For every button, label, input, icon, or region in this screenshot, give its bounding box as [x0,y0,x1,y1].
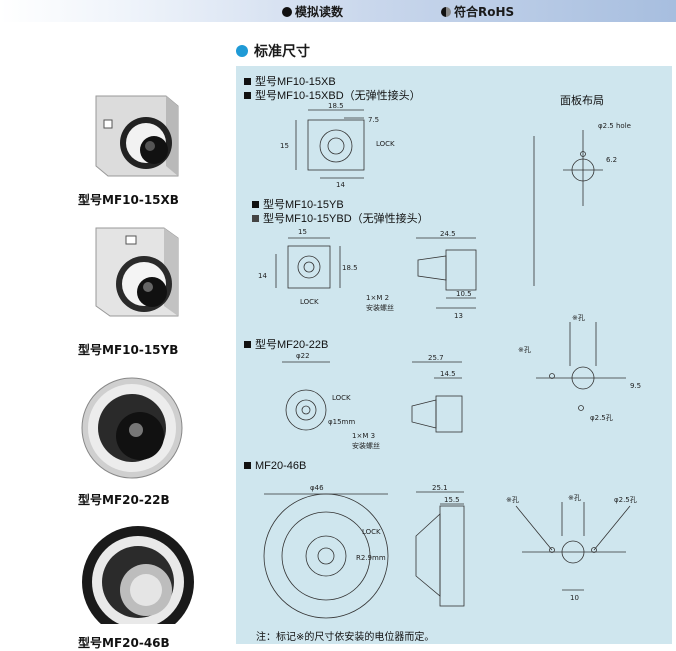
dim-label: ※孔 [572,314,585,322]
product-image-mf10-15yb [95,227,179,317]
product-label: 型号MF10-15XB [78,193,179,207]
section-heading: 型号MF20-22B [244,336,328,352]
dim-label: ※孔 [506,496,519,504]
dim-label: 25.1 [432,484,448,492]
square-bullet-icon [252,201,259,208]
dim-label: ※孔 [568,494,581,502]
product-label: 型号MF20-22B [78,493,170,507]
dim-label: 18.5 [328,102,344,110]
dim-label: 18.5 [342,264,358,272]
section-heading: 型号MF10-15YB [252,196,344,212]
section-heading: 型号MF10-15XBD（无弹性接头） [244,87,421,103]
section-dot-icon [236,45,248,57]
square-bullet-icon [244,92,251,99]
technical-drawings: 18.5 7.5 15 14 LOCK φ2.5 hole 6.2 15 18.… [258,102,641,619]
dim-label: 14.5 [440,370,456,378]
dim-label: LOCK [362,528,381,536]
dim-label: 14 [336,181,345,189]
dim-label: 7.5 [368,116,379,124]
feature-rohs: 符合RoHS [441,3,514,20]
section-title: 标准尺寸 [236,41,310,61]
dim-label: 24.5 [440,230,456,238]
dim-label: 15.5 [444,496,460,504]
dim-label: 15 [280,142,289,150]
product-image-mf20-22b [81,377,183,479]
top-banner: 模拟读数 符合RoHS [0,0,676,22]
square-bullet-icon [244,462,251,469]
dim-label: φ15mm [328,418,355,426]
dim-label: ※孔 [518,346,531,354]
dim-label: 25.7 [428,354,444,362]
dim-label: 10.5 [456,290,472,298]
section-heading: 型号MF10-15XB [244,73,336,89]
dim-label: 15 [298,228,307,236]
dimension-panel [236,66,672,644]
dim-label: φ2.5孔 [614,496,637,504]
dim-label: 安装螺丝 [366,303,394,312]
dim-label: LOCK [376,140,395,148]
dim-label: 1×M 3 [352,432,375,440]
dim-label: 9.5 [630,382,641,390]
dim-label: 6.2 [606,156,617,164]
section-heading: MF20-46B [244,460,306,472]
dim-label: φ22 [296,352,310,360]
dim-label: 14 [258,272,267,280]
square-bullet-icon [252,215,259,222]
footnote: 注：标记※的尺寸依安装的电位器而定。 [256,632,435,643]
dim-label: LOCK [300,298,319,306]
bullet-icon [441,7,451,17]
dim-label: φ2.5孔 [590,414,613,422]
square-bullet-icon [244,78,251,85]
section-heading: 型号MF10-15YBD（无弹性接头） [252,210,429,226]
product-image-mf20-46b [82,526,194,624]
panel-layout-title: 面板布局 [560,94,604,107]
dim-label: φ46 [310,484,324,492]
dim-label: 1×M 2 [366,294,389,302]
dim-label: 13 [454,312,463,320]
dim-label: φ2.5 hole [598,122,631,130]
dim-label: 安装螺丝 [352,441,380,450]
bullet-icon [282,7,292,17]
dim-label: LOCK [332,394,351,402]
product-label: 型号MF20-46B [78,636,170,650]
product-label: 型号MF10-15YB [78,343,179,357]
square-bullet-icon [244,341,251,348]
feature-analog-reading: 模拟读数 [282,3,343,20]
product-image-mf10-15xb [95,95,179,177]
dim-label: 10 [570,594,579,602]
dim-label: R2.9mm [356,554,386,562]
